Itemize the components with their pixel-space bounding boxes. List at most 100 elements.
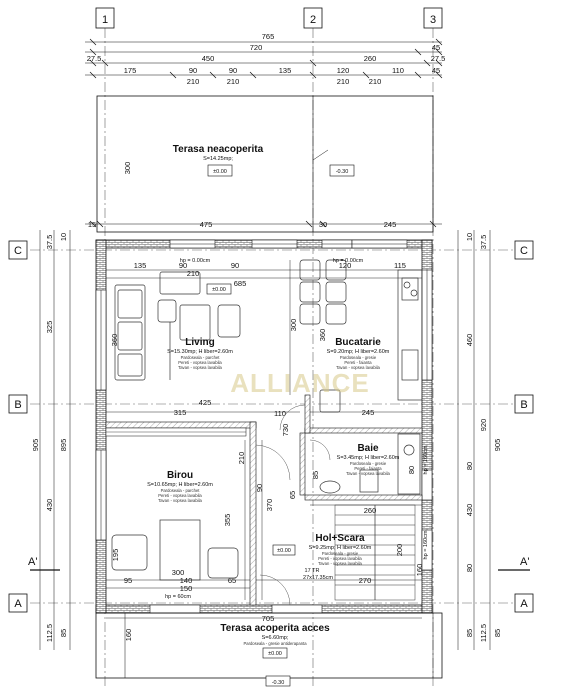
svg-text:80: 80 [465,564,474,572]
svg-text:90: 90 [229,66,237,75]
axis-label-c-right: C [514,240,534,260]
svg-text:C: C [520,245,528,257]
svg-text:27x17.35cm: 27x17.35cm [303,575,333,581]
staircase [334,504,416,601]
svg-text:140: 140 [180,576,193,585]
svg-text:120: 120 [337,66,350,75]
svg-text:±0.00: ±0.00 [277,548,291,554]
svg-text:325: 325 [45,321,54,334]
axis-label-3: 3 [423,7,443,29]
kitchen-label: Bucatarie S=9.20mp; H liber=2.60m Pardos… [327,258,390,370]
svg-text:95: 95 [124,576,132,585]
svg-text:Pereti - faianta: Pereti - faianta [344,360,372,365]
axis-label-b-left: B [8,394,28,414]
svg-text:765: 765 [262,32,275,41]
svg-text:720: 720 [250,43,263,52]
svg-text:Tavan - vopsea lavabila: Tavan - vopsea lavabila [346,471,390,476]
svg-text:Pardoseala - parchet: Pardoseala - parchet [161,488,201,493]
svg-text:Tavan - vopsea lavabila: Tavan - vopsea lavabila [178,365,222,370]
axis-label-c-left: C [8,240,28,260]
svg-text:210: 210 [187,269,200,278]
svg-text:360: 360 [318,329,327,342]
svg-text:Tavan - vopsea lavabila: Tavan - vopsea lavabila [318,561,362,566]
svg-text:Tavan - vopsea lavabila: Tavan - vopsea lavabila [336,365,380,370]
svg-text:-0.30: -0.30 [272,680,285,686]
svg-text:425: 425 [199,398,212,407]
svg-text:175: 175 [124,66,137,75]
svg-text:S=9.25mp; H liber=2.60m: S=9.25mp; H liber=2.60m [309,545,372,551]
svg-text:65: 65 [288,491,297,499]
svg-text:C: C [14,245,22,257]
svg-text:90: 90 [179,261,187,270]
svg-text:120: 120 [339,261,352,270]
interior-walls [105,394,423,606]
outer-walls [95,239,433,614]
svg-text:Living: Living [185,337,214,348]
living-furniture [114,259,423,413]
svg-text:730: 730 [281,424,290,437]
svg-text:270: 270 [359,576,372,585]
svg-text:Baie: Baie [357,443,379,454]
svg-text:17 TR: 17 TR [305,568,320,574]
svg-text:90: 90 [255,484,264,492]
svg-text:112.5: 112.5 [479,624,488,642]
svg-text:200: 200 [395,544,404,557]
svg-text:210: 210 [369,77,382,86]
svg-text:85: 85 [493,629,502,637]
svg-text:A: A [520,598,528,610]
svg-text:S=3.45mp; H liber=2.60m: S=3.45mp; H liber=2.60m [337,455,400,461]
svg-text:110: 110 [392,66,404,75]
svg-text:S=15.30mp; H liber=2.60m: S=15.30mp; H liber=2.60m [167,349,233,355]
svg-text:S=14.25mp;: S=14.25mp; [203,156,233,162]
svg-text:260: 260 [364,54,377,63]
side-dimension-lines [39,230,491,650]
svg-text:315: 315 [174,408,187,417]
svg-text:Pereti - faianta: Pereti - faianta [354,466,382,471]
svg-text:260: 260 [364,506,377,515]
svg-text:135: 135 [134,261,147,270]
covered-terrace: 160 Terasa acoperita acces S=6.60mp; Par… [95,612,443,687]
axis-label-b-right: B [514,394,534,414]
svg-text:905: 905 [31,439,40,452]
uncovered-terrace: 300 Terasa neacoperita S=14.25mp; ±0.00 … [96,95,434,233]
svg-text:Pardoseala - parchet: Pardoseala - parchet [181,355,221,360]
terrace-title: Terasa neacoperita [173,144,264,155]
section-marker-left: A' [28,556,60,571]
svg-text:195: 195 [111,549,120,562]
svg-text:A: A [14,598,22,610]
svg-text:10: 10 [465,233,474,241]
svg-text:27.5: 27.5 [87,54,102,63]
svg-text:15: 15 [88,220,96,229]
axis-label-a-left: A [8,593,28,613]
svg-text:65: 65 [228,576,236,585]
svg-text:920: 920 [479,419,488,432]
svg-text:hp = 0.00cm: hp = 0.00cm [180,258,211,264]
svg-text:±0.00: ±0.00 [212,287,226,293]
svg-text:300: 300 [123,162,132,175]
svg-text:Hol+Scara: Hol+Scara [315,533,365,544]
living-label: Living S=15.30mp; H liber=2.60m Pardosea… [167,258,233,370]
svg-text:370: 370 [265,499,274,512]
top-dimension-lines [85,38,443,228]
svg-text:135: 135 [279,66,292,75]
svg-text:Pereti - vopsea lavabila: Pereti - vopsea lavabila [318,556,362,561]
svg-text:B: B [520,399,527,411]
svg-text:355: 355 [223,514,232,527]
svg-text:210: 210 [227,77,240,86]
svg-text:Bucatarie: Bucatarie [335,337,381,348]
svg-text:1: 1 [102,14,108,26]
svg-text:85: 85 [311,471,320,479]
office-furniture [111,519,239,581]
svg-text:90: 90 [189,66,197,75]
svg-text:80: 80 [465,462,474,470]
svg-text:685: 685 [234,279,247,288]
svg-text:85: 85 [59,629,68,637]
svg-text:430: 430 [45,499,54,512]
svg-text:Pereti - vopsea lavabila: Pereti - vopsea lavabila [158,493,202,498]
svg-text:27.5: 27.5 [431,54,446,63]
svg-text:300: 300 [172,568,185,577]
svg-text:±0.00: ±0.00 [268,651,282,657]
svg-text:Birou: Birou [167,470,193,481]
svg-text:37.5: 37.5 [45,235,54,250]
section-marker-right: A' [498,556,530,571]
